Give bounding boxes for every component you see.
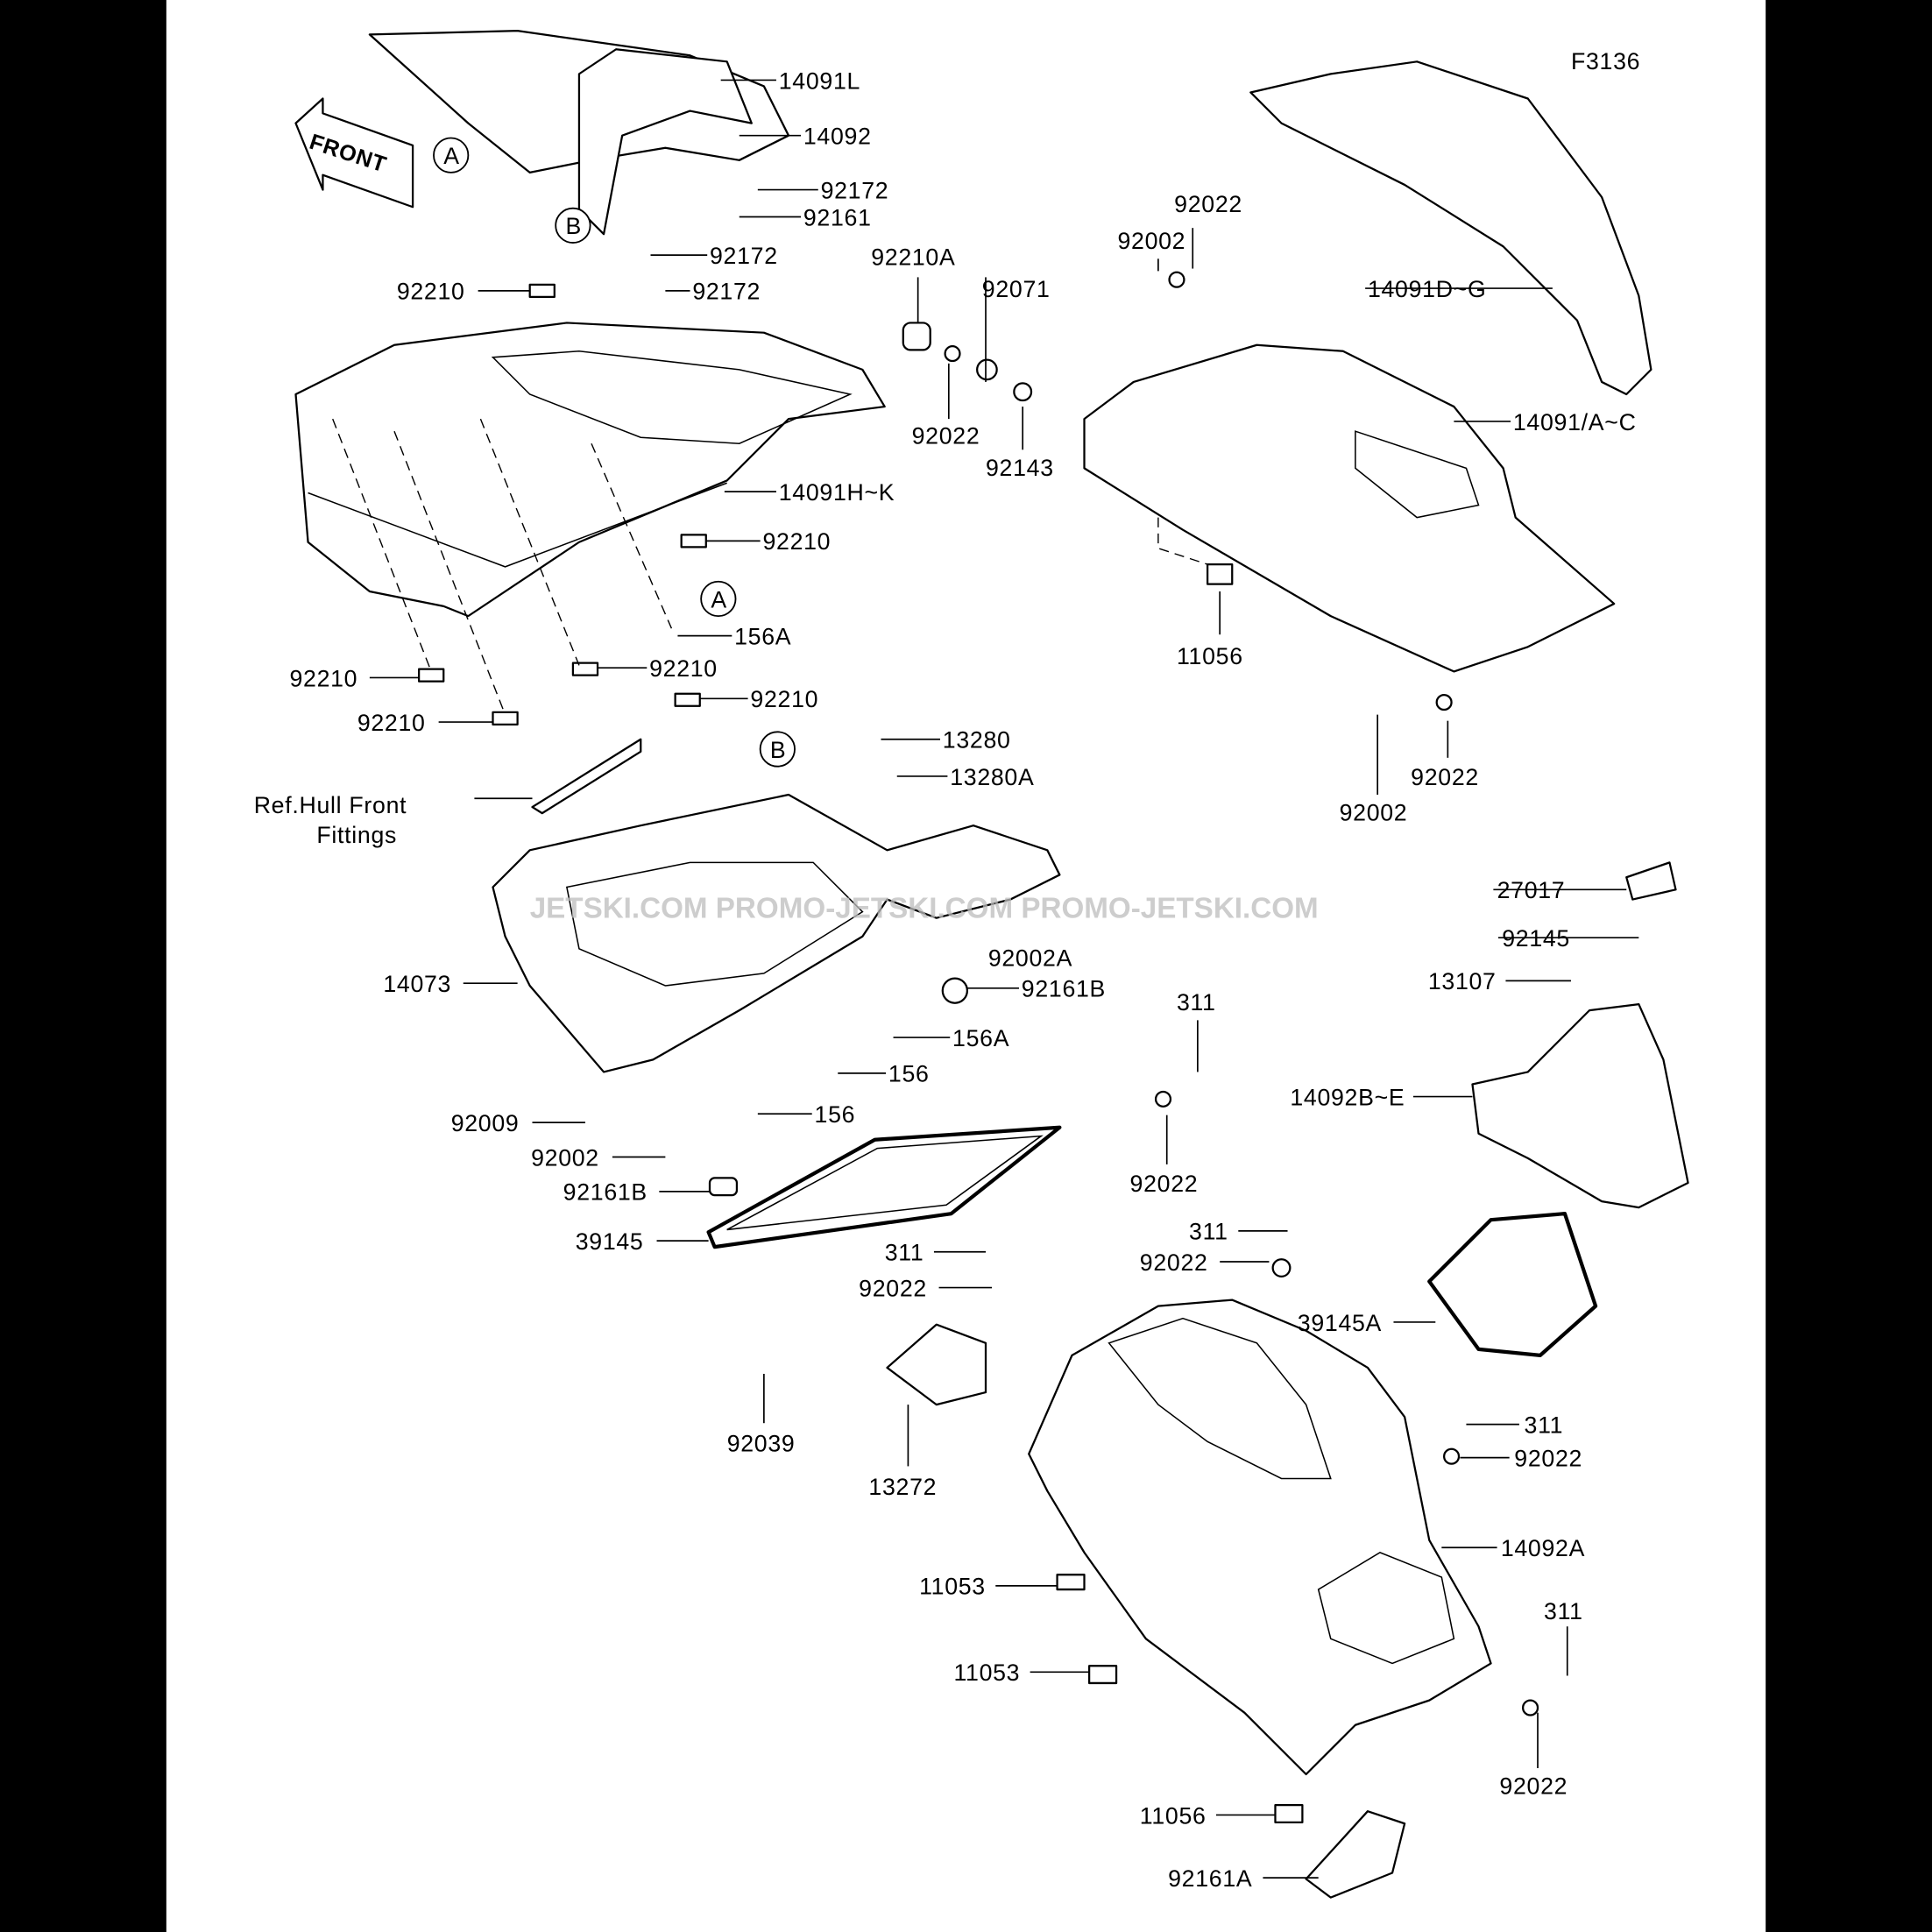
label: 14091/A~C — [1513, 409, 1637, 435]
front-arrow-icon: FRONT — [294, 97, 414, 209]
side-cover-14091D-G — [1249, 60, 1652, 396]
label: 92210 — [289, 665, 357, 691]
diagram-sheet — [166, 0, 1766, 1932]
label: 92022 — [859, 1275, 927, 1301]
side-cover-14091-A-C — [1083, 343, 1616, 673]
label: 14073 — [383, 971, 451, 997]
label: 13107 — [1428, 968, 1497, 994]
label: 92210 — [357, 710, 426, 736]
svg-text:A: A — [443, 143, 460, 169]
label: 92210 — [750, 686, 818, 712]
callout-a-1: A — [433, 137, 470, 173]
label: 92022 — [1140, 1249, 1208, 1276]
svg-text:A: A — [711, 586, 727, 612]
label: 14091L — [779, 67, 860, 94]
label: 11053 — [919, 1574, 986, 1600]
label: 92022 — [1411, 764, 1479, 790]
label: 11053 — [953, 1660, 1020, 1686]
label: 92210 — [762, 528, 831, 555]
label: 92071 — [982, 276, 1051, 302]
pad-92161A — [1305, 1810, 1406, 1899]
label: 156 — [888, 1061, 930, 1087]
label: 311 — [1525, 1412, 1564, 1438]
label: 11056 — [1140, 1802, 1207, 1829]
part-labels: 14091L 14092 92172 92161 92172 92172 922… — [254, 67, 1637, 1892]
label: 13280A — [950, 764, 1034, 790]
label: 13272 — [868, 1474, 937, 1500]
label: 14091H~K — [779, 479, 895, 506]
pad-27017 — [1625, 861, 1677, 901]
label: 311 — [1544, 1598, 1583, 1624]
label: 14091D~G — [1368, 276, 1487, 302]
label: 13280 — [943, 727, 1011, 754]
cap-92210A — [902, 322, 931, 351]
label: 92002A — [988, 945, 1072, 972]
label: 156 — [815, 1101, 856, 1128]
seat-upper-cover-14091L — [368, 30, 790, 236]
label: 92210 — [397, 279, 465, 305]
label: 92022 — [1514, 1445, 1582, 1471]
label: Ref.Hull Front — [254, 792, 407, 818]
gasket-39145 — [706, 1125, 1062, 1249]
label: 27017 — [1497, 877, 1566, 903]
label: 92172 — [710, 243, 778, 269]
label: 92002 — [1117, 228, 1185, 254]
label: Fittings — [316, 822, 397, 848]
label: 92002 — [1340, 800, 1408, 826]
label: 156A — [734, 623, 791, 649]
label: 92143 — [986, 455, 1054, 481]
label: 39145A — [1298, 1310, 1382, 1336]
label: 92022 — [912, 422, 980, 449]
label: 39145 — [576, 1228, 644, 1255]
label: 311 — [1177, 989, 1216, 1016]
label: 156A — [952, 1025, 1009, 1051]
label: 311 — [885, 1240, 924, 1266]
label: 92210A — [871, 244, 955, 270]
callout-b-2: B — [759, 731, 796, 768]
leader-lines — [369, 79, 1639, 1879]
label: 92145 — [1502, 925, 1570, 952]
label: 11056 — [1177, 643, 1243, 669]
label: 92022 — [1174, 191, 1242, 217]
label: 14092A — [1501, 1535, 1585, 1561]
label: 14092 — [803, 124, 872, 150]
label: 92022 — [1130, 1171, 1199, 1197]
label: 92009 — [451, 1110, 520, 1136]
label: 92039 — [727, 1431, 796, 1457]
dashed-assembly-lines — [332, 418, 1208, 715]
storage-tray-14073 — [492, 793, 1061, 1073]
svg-text:B: B — [565, 213, 582, 239]
callout-a-2: A — [700, 580, 737, 618]
callout-b-1: B — [555, 207, 591, 244]
bracket-13272 — [886, 1323, 987, 1406]
label: 14092B~E — [1290, 1084, 1405, 1110]
label: 92210 — [649, 655, 718, 682]
figure-code: F3136 — [1571, 48, 1640, 74]
label: 92002 — [531, 1144, 599, 1171]
label: 92172 — [692, 279, 761, 305]
label: 311 — [1189, 1219, 1228, 1245]
svg-text:B: B — [770, 737, 787, 763]
label: 92022 — [1499, 1773, 1568, 1800]
cover-14092B-E — [1471, 1002, 1689, 1209]
label: 92161 — [803, 204, 872, 230]
small-fasteners — [418, 271, 1539, 1823]
front-cover-14092A — [1028, 1299, 1492, 1776]
label: 92161B — [563, 1179, 648, 1206]
gasket-39145A — [1427, 1212, 1598, 1357]
hatch-cover-14091H-K — [294, 322, 886, 618]
watermark: JETSKI.COM PROMO-JETSKI.COM PROMO-JETSKI… — [530, 892, 1319, 925]
label: 92161B — [1022, 976, 1106, 1002]
label: 92172 — [821, 177, 889, 203]
label: 92161A — [1168, 1865, 1252, 1892]
